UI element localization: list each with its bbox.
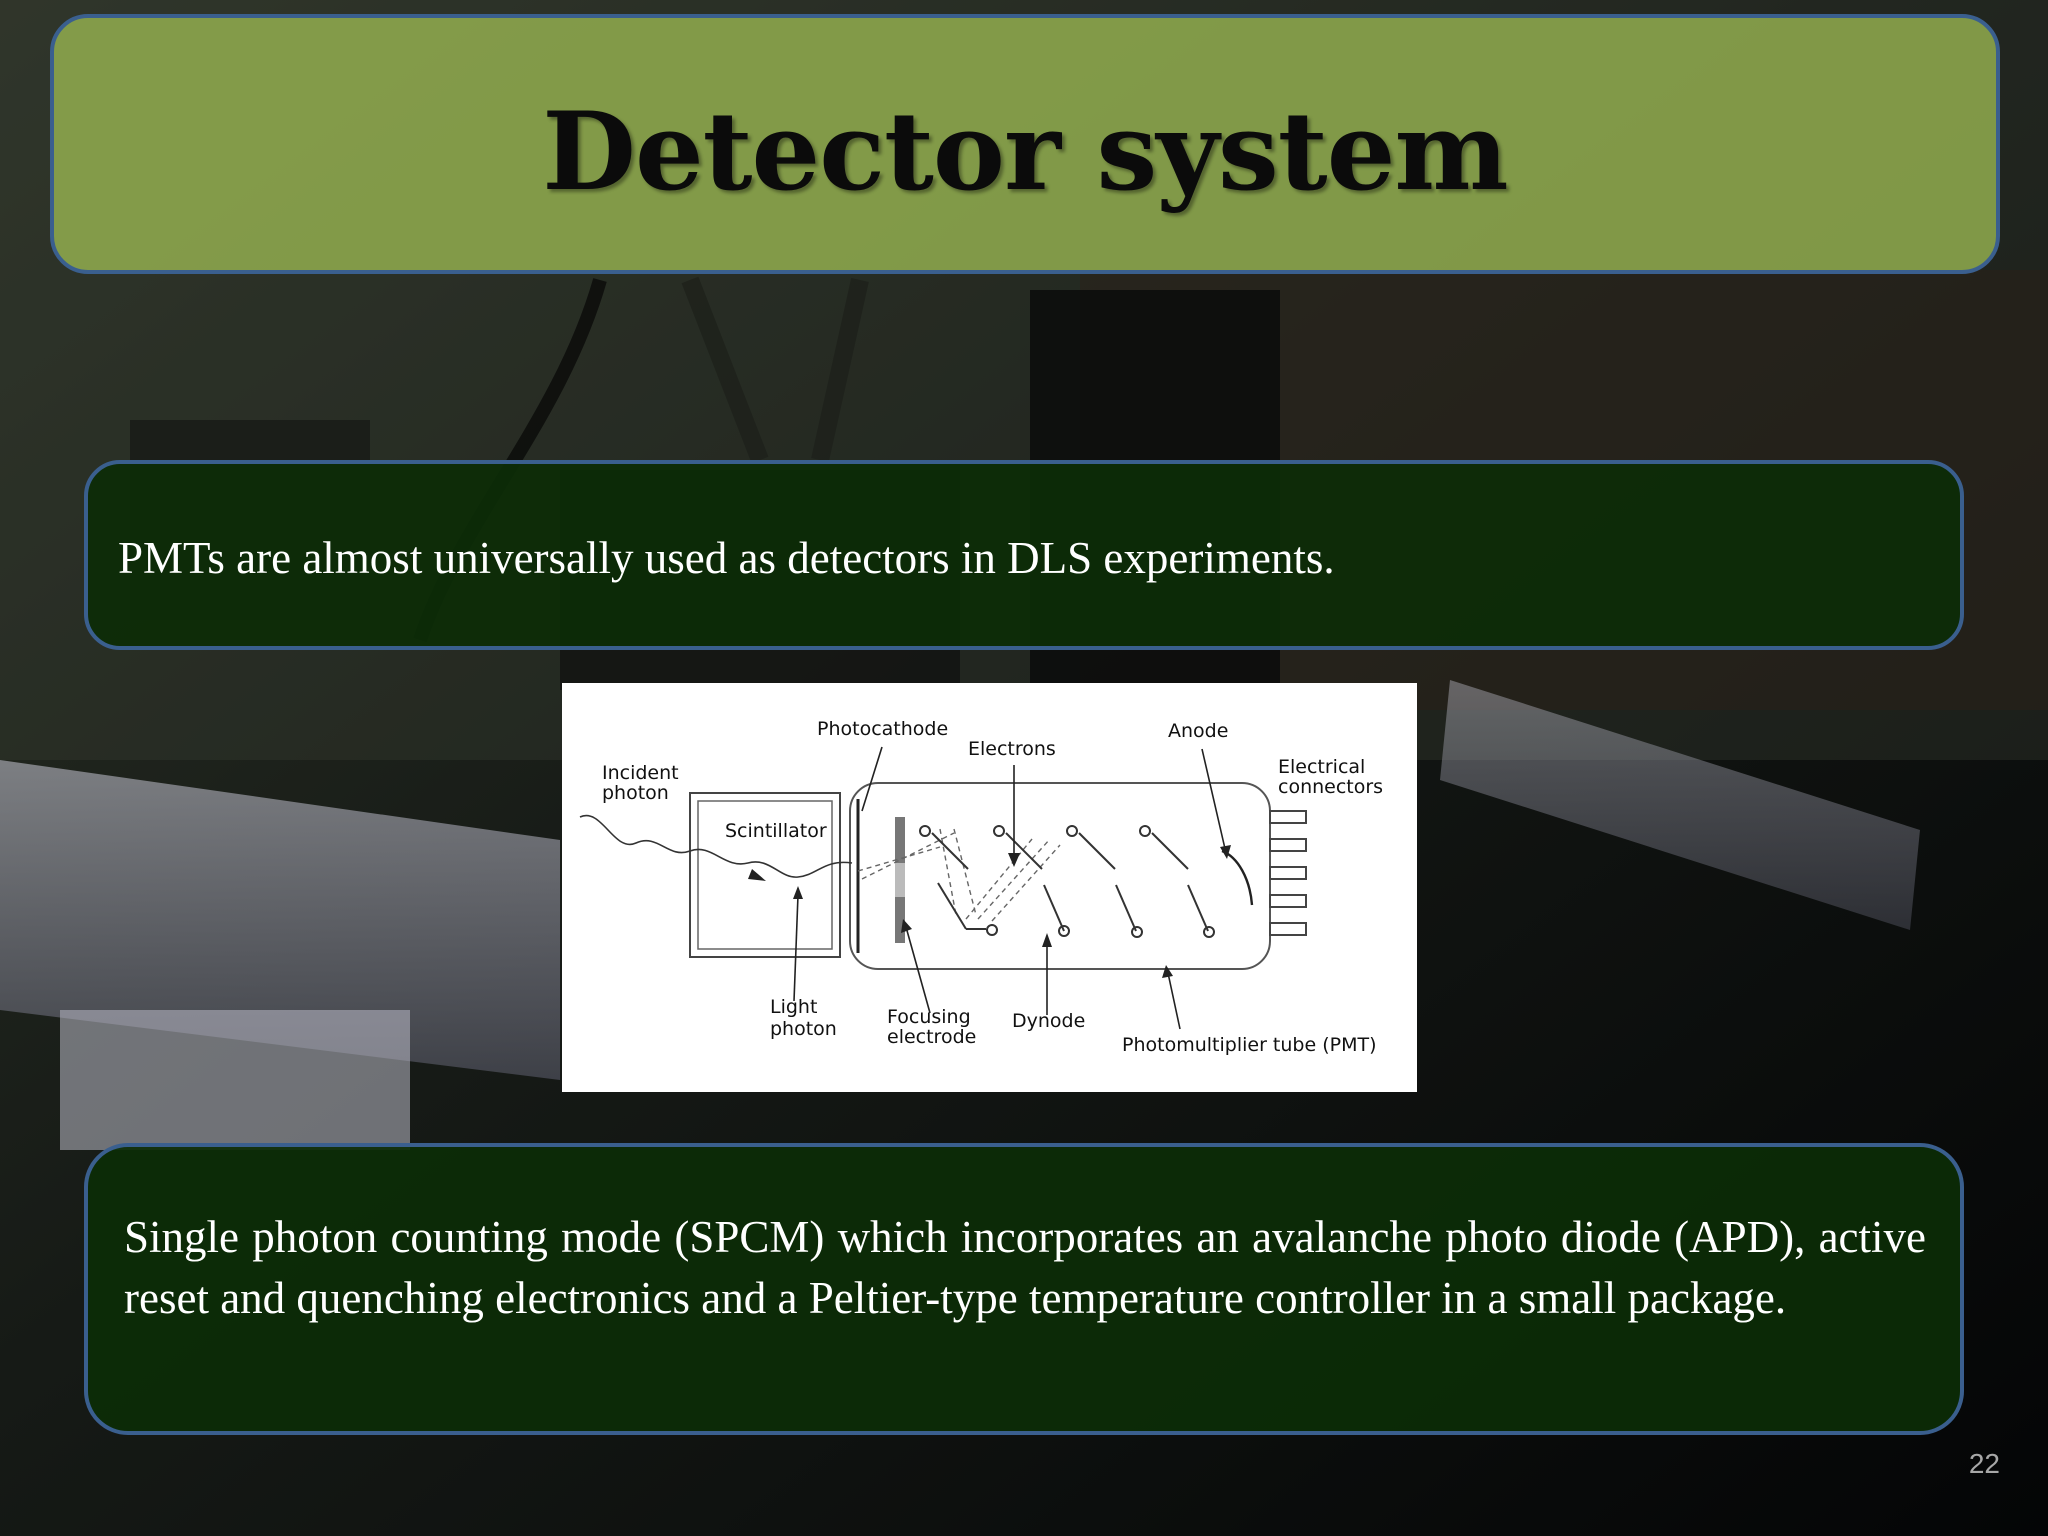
statement-spcm-text: Single photon counting mode (SPCM) which…	[124, 1212, 1926, 1323]
scintillator-box	[689, 792, 841, 958]
electrical-connector-pins	[1269, 810, 1307, 936]
label-scintillator: Scintillator	[725, 820, 827, 842]
focusing-electrode-gap	[895, 863, 905, 897]
incident-photon-arrowhead	[748, 869, 766, 881]
slide-title: Detector system	[542, 89, 1508, 215]
label-anode: Anode	[1168, 720, 1228, 742]
label-electrons: Electrons	[968, 738, 1056, 760]
dynodes	[919, 825, 1215, 938]
label-dynode: Dynode	[1012, 1010, 1085, 1032]
label-pmt: Photomultiplier tube (PMT)	[1122, 1034, 1376, 1056]
label-electrical-connectors-line1: Electrical	[1278, 756, 1365, 778]
label-pointers	[793, 746, 1227, 1030]
label-electrical-connectors-line2: connectors	[1278, 776, 1383, 798]
label-focusing-electrode-line1: Focusing	[887, 1006, 971, 1028]
label-light-photon-line2: photon	[770, 1018, 837, 1040]
label-incident-photon-line2: photon	[602, 782, 669, 804]
incident-photon-wave	[579, 814, 853, 878]
label-focusing-electrode-line2: electrode	[887, 1026, 976, 1048]
page-number: 22	[1968, 1448, 2000, 1479]
label-arrowheads	[793, 845, 1231, 978]
title-panel: Detector system	[50, 14, 2000, 274]
statement-panel-spcm: Single photon counting mode (SPCM) which…	[84, 1143, 1964, 1435]
label-light-photon-line1: Light	[770, 996, 817, 1018]
diagram-background	[562, 683, 1417, 1092]
label-incident-photon-line1: Incident	[602, 762, 679, 784]
pmt-diagram: Incident photon Scintillator Photocathod…	[562, 683, 1417, 1092]
scintillator-inner-box	[697, 800, 833, 950]
statement-panel-pmt: PMTs are almost universally used as dete…	[84, 460, 1964, 650]
statement-pmt-text: PMTs are almost universally used as dete…	[118, 533, 1335, 583]
label-photocathode: Photocathode	[817, 718, 948, 740]
